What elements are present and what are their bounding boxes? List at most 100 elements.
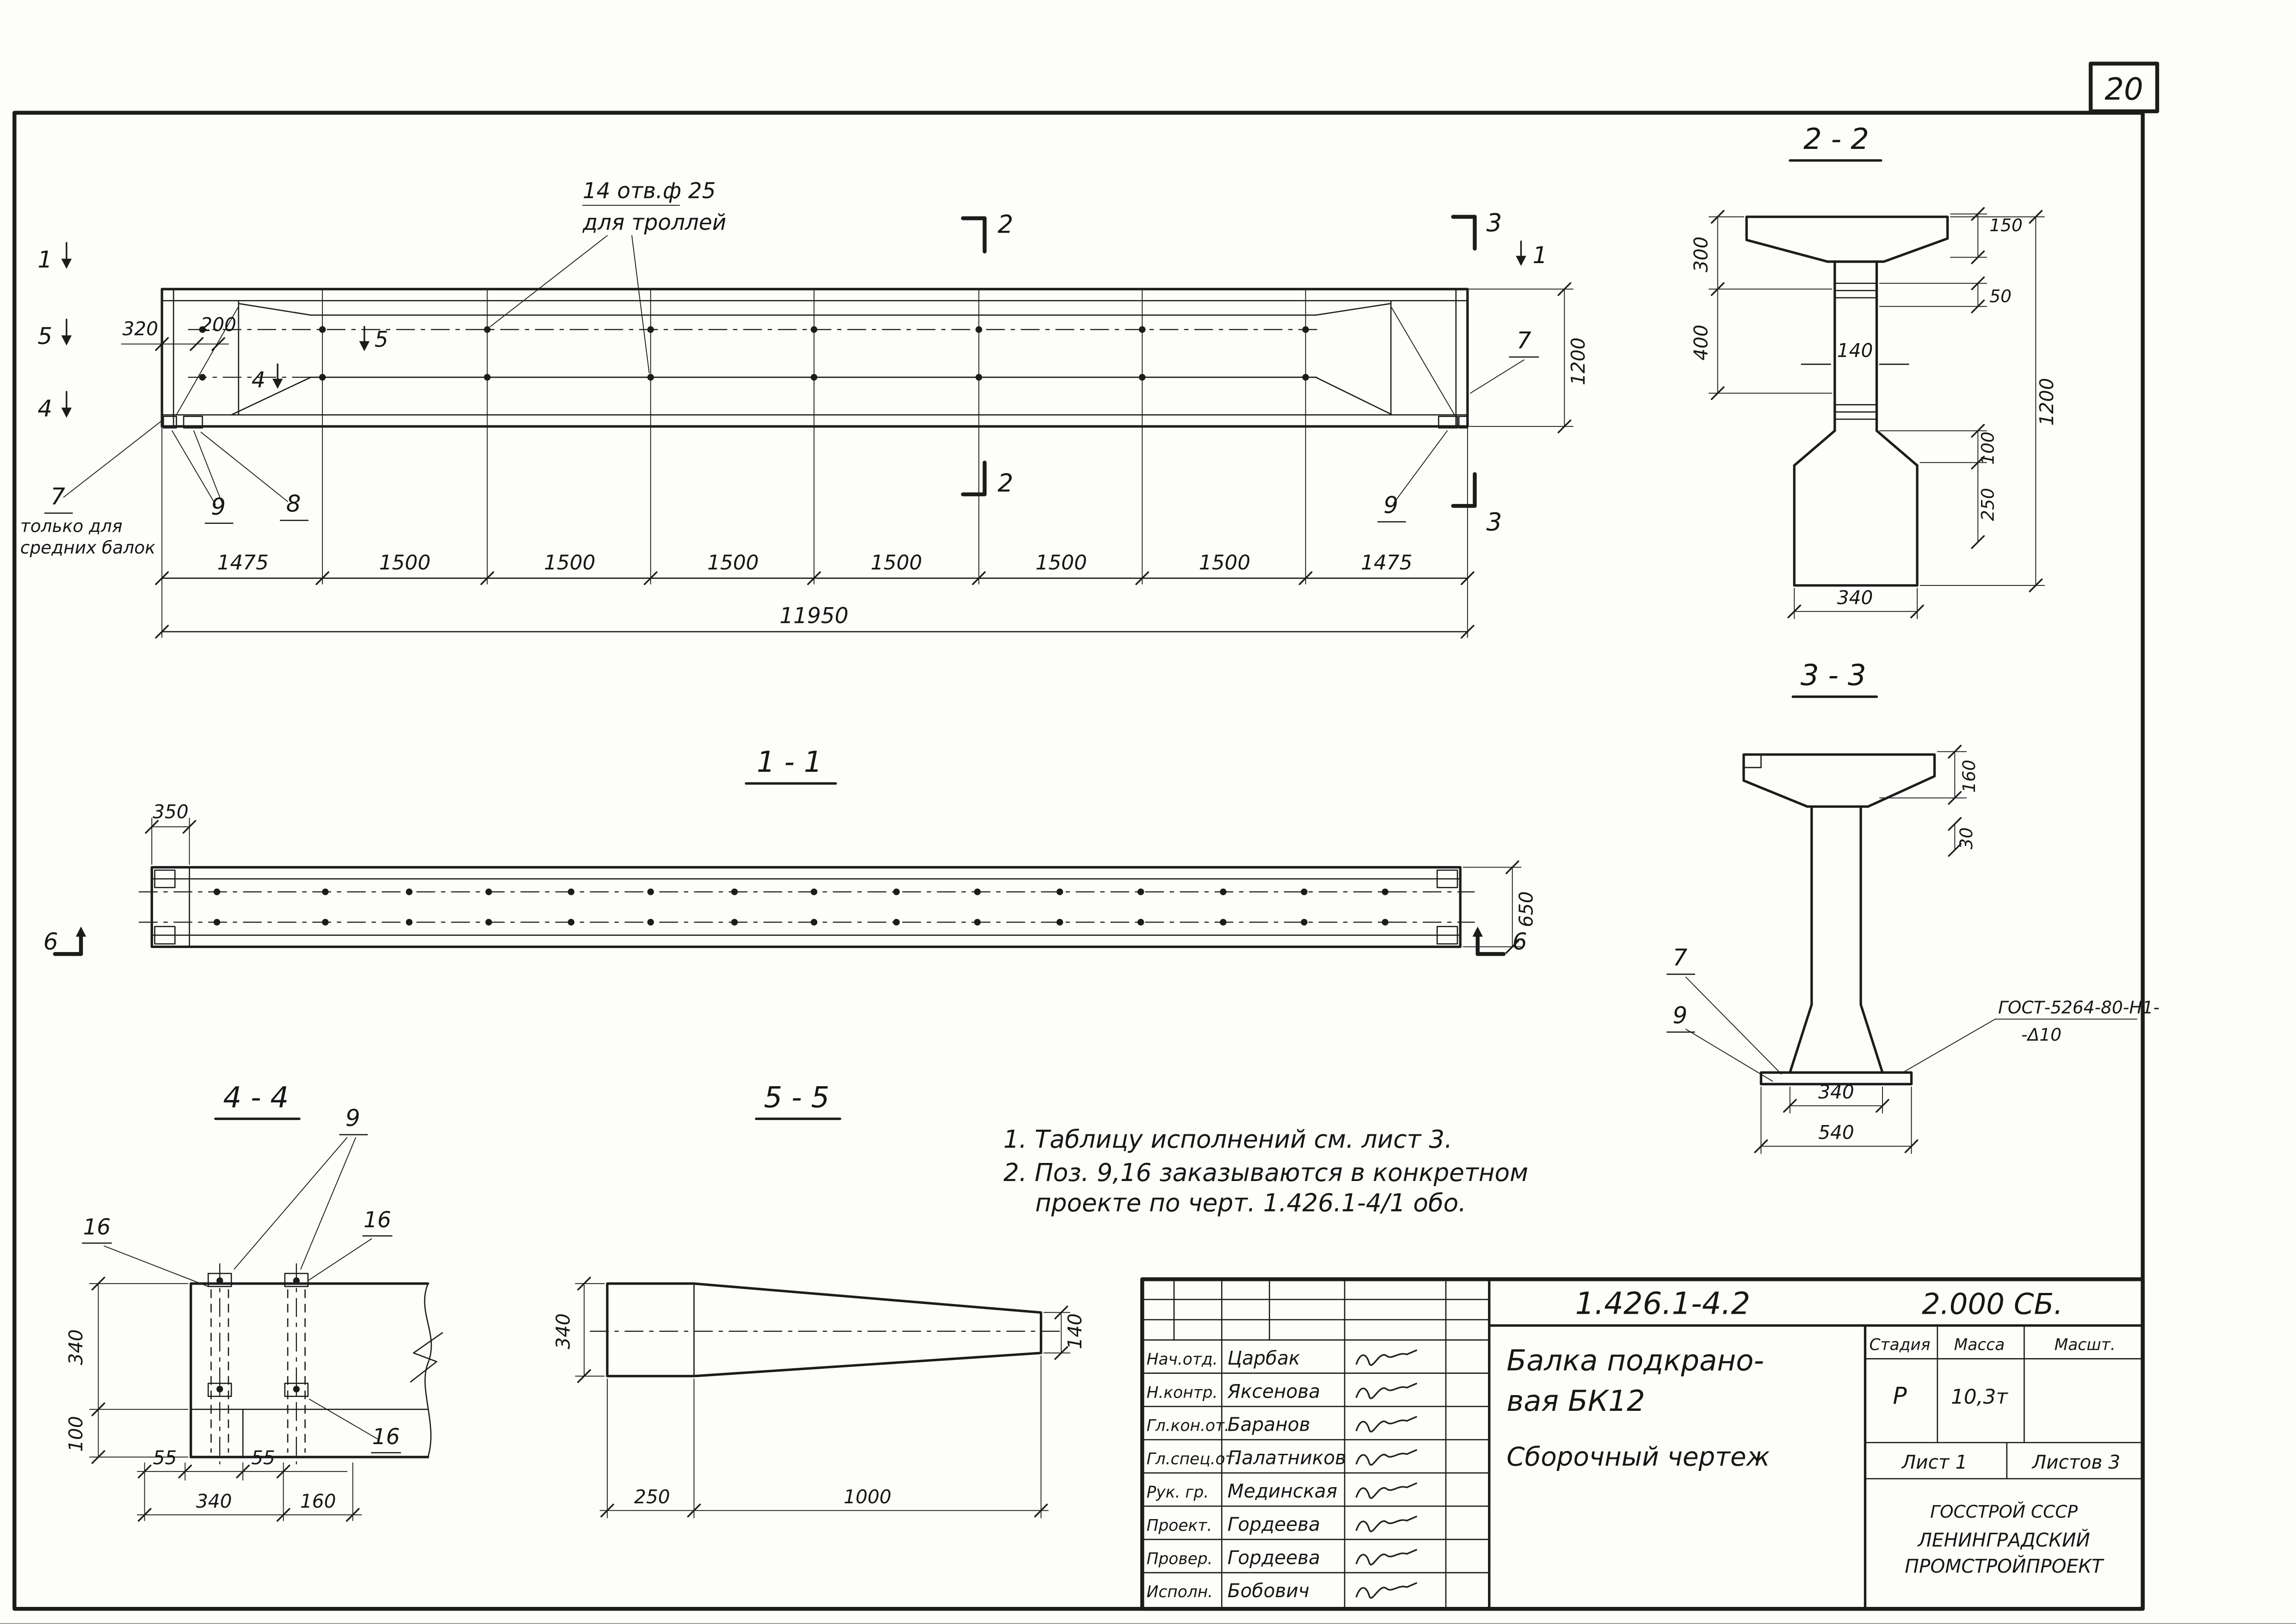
dim-total: 11950 — [779, 603, 848, 628]
marker-1-right: 1 — [1532, 242, 1547, 269]
svg-text:9: 9 — [346, 1105, 360, 1132]
section-5-5-dims: 340 140 250 1000 — [552, 1276, 1086, 1519]
doc-number-row: 1.426.1-4.2 2.000 СБ. — [1488, 1286, 2144, 1327]
cut-2-top: 2 — [998, 210, 1013, 239]
dim-250: 250 — [1978, 488, 1998, 521]
svg-text:7: 7 — [50, 483, 65, 510]
cut-3-bottom: 3 — [1486, 508, 1502, 536]
organization: ГОССТРОЙ СССР ЛЕНИНГРАДСКИЙ ПРОМСТРОЙПРО… — [1905, 1501, 2105, 1577]
svg-text:7: 7 — [1517, 327, 1531, 354]
svg-text:6: 6 — [43, 929, 58, 955]
plan-dims: 350 650 — [145, 800, 1537, 954]
dim-320-200: 320 200 — [121, 314, 236, 351]
cut-2-bottom: 2 — [998, 469, 1013, 498]
section-4-4-shape — [189, 1263, 443, 1464]
svg-text:7: 7 — [1673, 944, 1687, 971]
section-4-4: 4 - 4 9 16 16 16 — [65, 1080, 443, 1522]
sheet-number: 20 — [2105, 72, 2143, 107]
sig-name-4: Мединская — [1228, 1480, 1337, 1502]
mass-label: Масса — [1954, 1336, 2005, 1354]
hole-note: 14 отв.ф 25 для троллей — [489, 178, 726, 374]
dim-540: 540 — [1818, 1121, 1854, 1144]
sheet-counters: Лист 1 Листов 3 — [1864, 1442, 2143, 1480]
title-line1: Балка подкрано- — [1506, 1343, 1764, 1377]
dim-55-b: 55 — [251, 1447, 275, 1469]
sig-role-2: Гл.кон.от. — [1147, 1417, 1229, 1435]
section-4-4-title: 4 - 4 — [223, 1080, 289, 1114]
view-markers-left: 1 5 4 — [37, 242, 72, 422]
signature-rows: Нач.отд. Царбак Н.контр. Яксенова Гл.кон… — [1147, 1347, 1418, 1602]
callout-8: 8 — [200, 431, 309, 521]
section-2-2-dims: 300 400 150 50 140 100 250 1200 340 — [1690, 207, 2058, 619]
doc-number: 1.426.1-4.2 — [1575, 1286, 1751, 1321]
section-1-1-title: 1 - 1 — [757, 745, 822, 779]
callout-9-sec3: 9 — [1666, 1002, 1773, 1082]
sig-role-4: Рук. гр. — [1147, 1483, 1209, 1501]
org-line3: ПРОМСТРОЙПРОЕКТ — [1905, 1555, 2105, 1577]
marker-5: 5 — [37, 323, 52, 350]
cut-marks: 2 2 3 3 1 — [961, 209, 1547, 536]
dim-seg-2: 1500 — [544, 551, 595, 575]
section-3-3-dims: 160 30 340 540 — [1754, 744, 1979, 1154]
svg-text:8: 8 — [286, 491, 301, 517]
section-5-5: 5 - 5 340 140 250 1000 — [552, 1080, 1086, 1519]
dim-340-vert: 340 — [65, 1329, 87, 1366]
section-3-3-shape — [1742, 753, 1936, 1086]
sig-role-5: Проект. — [1147, 1516, 1212, 1535]
dim-350: 350 — [153, 800, 189, 823]
note-line2: 2. Поз. 9,16 заказываются в конкретном — [1003, 1158, 1528, 1187]
note-line3: проекте по черт. 1.426.1-4/1 обо. — [1035, 1189, 1466, 1218]
sig-role-6: Провер. — [1147, 1550, 1213, 1568]
mass-value: 10,3т — [1951, 1385, 2008, 1409]
svg-text:16: 16 — [83, 1215, 111, 1240]
title-block: Нач.отд. Царбак Н.контр. Яксенова Гл.кон… — [1140, 1277, 2145, 1611]
section-2-2: 2 - 2 300 400 150 50 14 — [1690, 122, 2058, 619]
dim-seg-1: 1500 — [379, 551, 431, 575]
dim-seg-5: 1500 — [1036, 551, 1087, 575]
svg-text:16: 16 — [372, 1424, 400, 1450]
callout-7-sec3: 7 — [1666, 944, 1782, 1075]
sheets-label: Листов 3 — [2031, 1451, 2121, 1473]
sheet-label: Лист 1 — [1901, 1451, 1968, 1473]
label-7-right: 7 — [1470, 327, 1539, 394]
section-5-5-shape — [590, 1282, 1064, 1378]
marker-5-inside: 5 — [375, 327, 389, 352]
hole-note-line1: 14 отв.ф 25 — [583, 178, 716, 203]
dim-400: 400 — [1690, 325, 1712, 361]
plan-outline — [139, 866, 1475, 948]
dim-160: 160 — [300, 1490, 336, 1512]
stage-label: Стадия — [1870, 1336, 1931, 1354]
dim-200: 200 — [200, 314, 236, 336]
dim-1000: 1000 — [844, 1486, 891, 1508]
dim-340: 340 — [1837, 587, 1873, 609]
dim-seg-0: 1475 — [217, 551, 268, 575]
sig-role-7: Исполн. — [1147, 1583, 1213, 1601]
cut-3-top: 3 — [1486, 209, 1502, 237]
view-markers-inside: 5 4 — [252, 326, 389, 393]
drawing-border: 20 — [12, 62, 2160, 1611]
dim-100: 100 — [1978, 431, 1998, 465]
signature-grid — [1142, 1279, 1490, 1610]
dim-1200-right: 1200 — [1469, 282, 1589, 433]
dim-140-sec5: 140 — [1064, 1313, 1086, 1349]
dim-50: 50 — [1989, 286, 2012, 306]
marker-4: 4 — [37, 395, 52, 422]
dim-seg-4: 1500 — [870, 551, 922, 575]
dim-30: 30 — [1956, 827, 1976, 849]
org-line2: ЛЕНИНГРАДСКИЙ — [1917, 1529, 2090, 1551]
doc-suffix: 2.000 СБ. — [1922, 1287, 2063, 1321]
callout-16-c: 16 — [309, 1398, 401, 1453]
callout-9-right: 9 — [1377, 430, 1448, 523]
marker-6-left: 6 — [43, 926, 86, 956]
org-line1: ГОССТРОЙ СССР — [1930, 1501, 2078, 1522]
title-line2: вая БК12 — [1506, 1384, 1645, 1418]
dim-300: 300 — [1690, 236, 1712, 272]
drawing-title: Балка подкрано- вая БК12 Сборочный черте… — [1506, 1343, 1770, 1472]
division-lines — [161, 289, 1468, 638]
sheet-number-box — [2088, 62, 2160, 113]
stage-value: Р — [1893, 1382, 1907, 1409]
callout-16-a: 16 — [81, 1215, 209, 1287]
dim-150: 150 — [1989, 215, 2023, 235]
sig-name-7: Бобович — [1228, 1580, 1309, 1602]
